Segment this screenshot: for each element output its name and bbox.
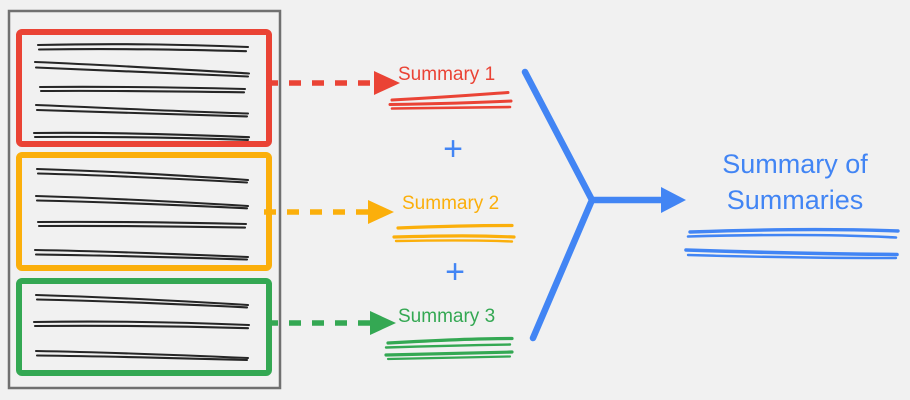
doc-group-1-handwriting xyxy=(32,43,251,141)
plus-operator-2: + xyxy=(445,253,465,291)
doc-group-3-handwriting xyxy=(32,293,251,362)
document-collection-border xyxy=(7,9,282,390)
summary-1-label: Summary 1 xyxy=(398,64,495,85)
doc-group-2-handwriting xyxy=(33,167,250,261)
summary-1-underline-scribble xyxy=(388,91,513,110)
final-summary-underline-scribble xyxy=(684,227,900,260)
doc-group-1-border xyxy=(16,29,272,147)
final-summary-line-2: Summaries xyxy=(727,185,864,215)
dashed-arrow-summary-3 xyxy=(266,311,396,335)
summary-3-underline-scribble xyxy=(384,336,514,361)
dashed-arrow-summary-1 xyxy=(266,71,400,95)
summary-3-label: Summary 3 xyxy=(398,306,495,327)
merge-arrow xyxy=(521,68,686,342)
doc-group-3-border xyxy=(16,278,272,376)
final-summary-line-1: Summary of xyxy=(722,149,868,179)
plus-operator-1: + xyxy=(443,130,463,168)
dashed-arrow-summary-2 xyxy=(264,200,394,224)
summary-2-label: Summary 2 xyxy=(402,193,499,214)
summary-2-underline-scribble xyxy=(392,223,516,243)
